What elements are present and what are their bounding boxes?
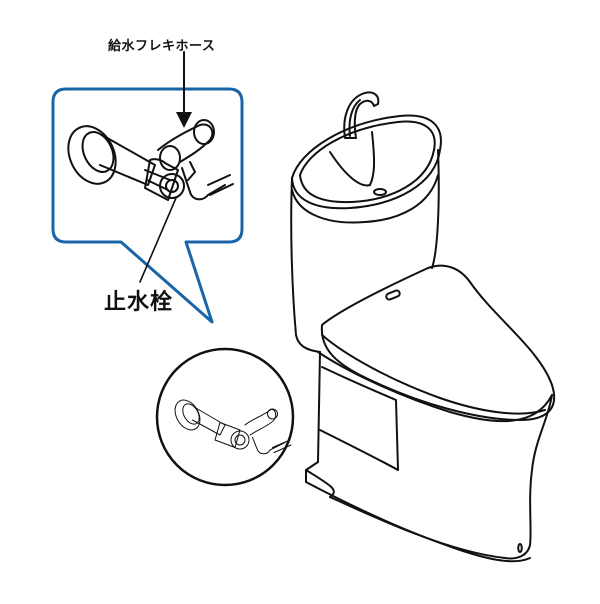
bowl-body bbox=[317, 351, 321, 463]
supply-hose-label: 給水フレキホース bbox=[108, 39, 216, 54]
lid-sensor bbox=[385, 289, 401, 301]
stop-valve-label: 止水栓 bbox=[104, 290, 174, 315]
base-plinth bbox=[305, 461, 531, 563]
faucet bbox=[343, 91, 380, 139]
basin-drain bbox=[373, 188, 387, 196]
hose-arrow bbox=[176, 51, 192, 128]
basin-rim bbox=[291, 114, 442, 210]
stop-valve-detail bbox=[67, 119, 234, 201]
valve-leader-line bbox=[139, 197, 177, 283]
callout-box bbox=[51, 87, 244, 324]
tank-body bbox=[290, 177, 321, 353]
magnifier-circle bbox=[155, 347, 295, 487]
stop-valve-small-icon bbox=[174, 399, 292, 455]
toilet-illustration bbox=[290, 91, 556, 563]
side-panel bbox=[319, 366, 399, 471]
